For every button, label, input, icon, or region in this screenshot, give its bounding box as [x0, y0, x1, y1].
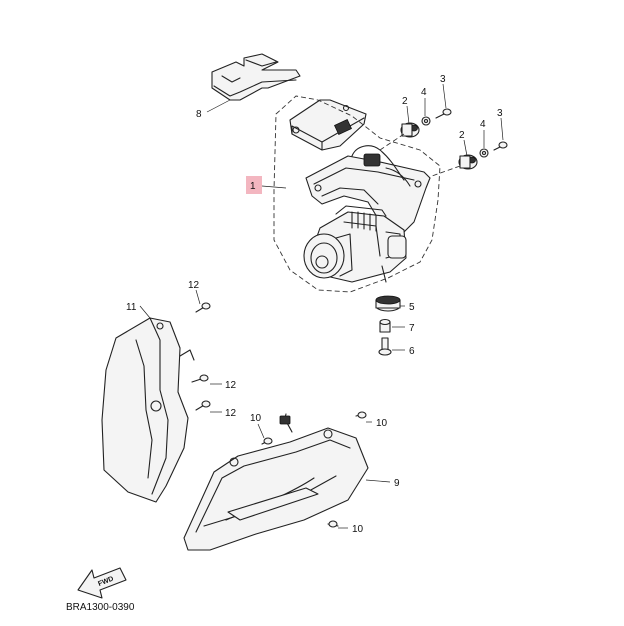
- mount-hardware-lower: [458, 141, 508, 170]
- part-5-grommet: [375, 295, 401, 312]
- mount-hardware-upper: [400, 108, 452, 138]
- screw-10-left: [261, 437, 273, 445]
- part-8-bracket: [211, 53, 301, 101]
- hardware-dash-1: [379, 133, 405, 151]
- callout-11[interactable]: 11: [126, 302, 137, 313]
- callout-12-top[interactable]: 12: [188, 280, 200, 291]
- part-6-bolt: [378, 337, 392, 356]
- callout-1-highlight: [246, 176, 262, 194]
- callout-3-upper[interactable]: 3: [440, 74, 446, 85]
- hardware-dash-2: [431, 165, 461, 177]
- part-7-collar: [379, 318, 391, 333]
- screw-12-top: [195, 302, 211, 313]
- callout-10-right[interactable]: 10: [376, 418, 388, 429]
- callout-7[interactable]: 7: [409, 323, 415, 334]
- callout-10-bottom[interactable]: 10: [352, 524, 364, 535]
- callout-9[interactable]: 9: [394, 478, 400, 489]
- callout-4-lower[interactable]: 4: [480, 119, 486, 130]
- callout-1[interactable]: 1: [250, 181, 256, 192]
- callout-5[interactable]: 5: [409, 302, 415, 313]
- fwd-arrow-icon: FWD: [77, 567, 127, 599]
- callout-12-mid[interactable]: 12: [225, 380, 237, 391]
- diagram-code: BRA1300-0390: [66, 602, 135, 613]
- part-1-headlight-assembly: [303, 145, 431, 283]
- callout-4-upper[interactable]: 4: [421, 87, 427, 98]
- callout-10-left[interactable]: 10: [250, 413, 262, 424]
- callout-2-lower[interactable]: 2: [459, 130, 465, 141]
- callout-12-low[interactable]: 12: [225, 408, 237, 419]
- screw-10-right: [355, 411, 367, 419]
- leader-lines: [139, 83, 504, 529]
- screw-12-mid: [191, 374, 209, 383]
- ecu-unit: [289, 99, 367, 151]
- callout-2-upper[interactable]: 2: [402, 96, 408, 107]
- assembly-1-outline: [273, 95, 441, 293]
- part-11-side-cover: [101, 317, 195, 503]
- screw-12-low: [195, 400, 211, 411]
- callout-8[interactable]: 8: [196, 109, 202, 120]
- part-9-lens-housing: [183, 413, 369, 551]
- screw-10-bottom: [327, 520, 339, 528]
- callout-3-lower[interactable]: 3: [497, 108, 503, 119]
- callout-6[interactable]: 6: [409, 346, 415, 357]
